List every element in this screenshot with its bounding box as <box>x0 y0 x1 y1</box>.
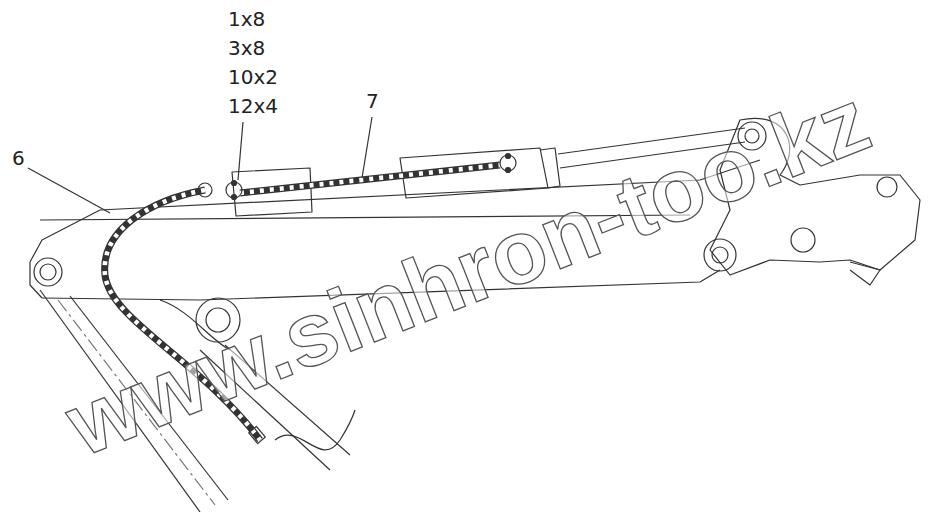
pivot-pin <box>40 264 56 280</box>
leader-line <box>28 168 110 213</box>
clamp <box>500 154 516 173</box>
pivot <box>791 228 815 252</box>
pivot <box>34 258 62 286</box>
leader-line <box>238 122 243 180</box>
bucket-edge <box>850 262 880 285</box>
pivot <box>877 177 897 197</box>
hose <box>240 165 500 193</box>
hose-fitting <box>249 426 266 443</box>
leader-line <box>362 117 372 178</box>
hose-fitting <box>198 183 212 197</box>
clamp <box>226 181 242 200</box>
hose-pattern <box>240 165 500 193</box>
cylinder-gland <box>540 148 560 188</box>
pivot <box>704 239 736 271</box>
watermark: www.sinhron-too.kz <box>55 74 880 470</box>
quantity-spec: 3x8 <box>228 38 265 58</box>
quantity-spec: 12x4 <box>228 96 278 116</box>
pivot-pin <box>712 247 728 263</box>
quantity-spec: 1x8 <box>228 9 265 29</box>
quantity-spec: 10x2 <box>228 67 278 87</box>
callout-number: 6 <box>12 148 25 168</box>
callout-number: 7 <box>366 91 379 111</box>
break-line <box>275 410 355 450</box>
